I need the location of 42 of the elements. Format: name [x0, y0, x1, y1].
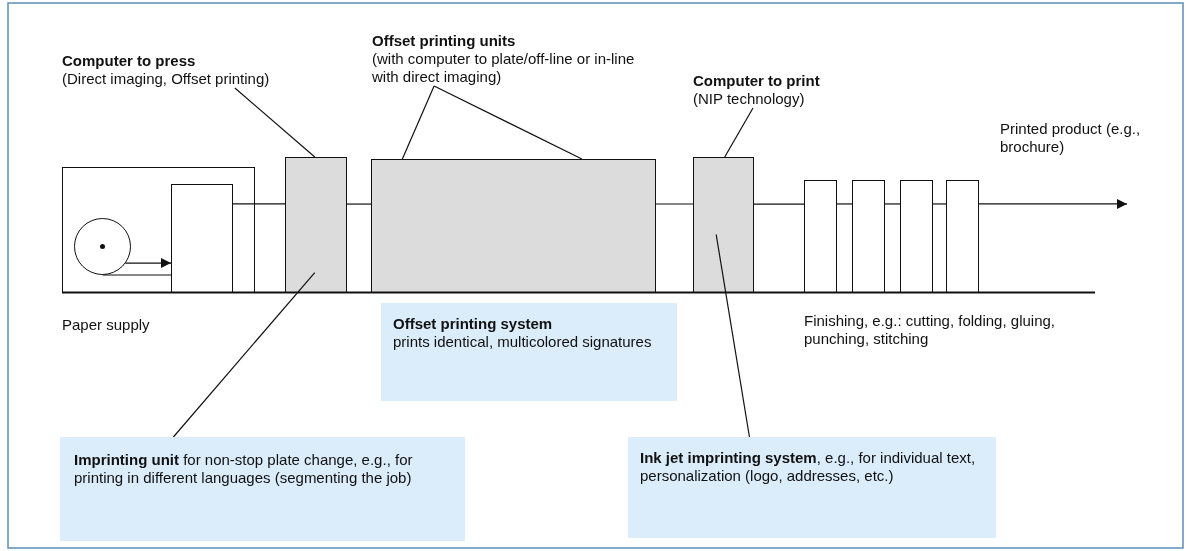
caption-text: Paper supply	[62, 316, 150, 334]
leader-line	[401, 85, 435, 160]
paper-web-line	[836, 203, 853, 205]
callout-heading: Offset printing units	[372, 32, 517, 50]
feed-arrow	[124, 258, 172, 269]
leader-line	[234, 87, 316, 158]
note-box	[60, 437, 465, 541]
leader-line	[433, 85, 583, 160]
printing-unit	[693, 157, 754, 293]
machine-box	[900, 180, 933, 293]
machine-box	[946, 180, 979, 293]
paper-web-line	[753, 203, 805, 205]
callout-text: Imprinting unit for non-stop plate change, e.g., for printing in different languages (segmenting the job)	[74, 451, 414, 487]
printing-unit	[371, 159, 656, 293]
callout-heading: Computer to print	[693, 72, 821, 90]
paper-web-line	[101, 274, 172, 276]
paper-roll	[74, 218, 131, 275]
callout-text: (NIP technology)	[693, 90, 806, 108]
leader-line	[715, 233, 751, 438]
printing-unit	[285, 157, 347, 293]
feed-arrow	[978, 198, 1128, 209]
paper-web-line	[932, 203, 947, 205]
paper-web-line	[884, 203, 901, 205]
machine-box	[852, 180, 885, 293]
machine-box	[171, 184, 233, 293]
caption-text: Printed product (e.g., brochure)	[1000, 120, 1142, 156]
caption-text: Finishing, e.g.: cutting, folding, gluing, punching, stitching	[804, 312, 1056, 348]
paper-web-line	[232, 203, 286, 205]
machine-box	[62, 167, 255, 293]
callout-heading: Offset printing system	[393, 315, 554, 333]
callout-text: Ink jet imprinting system, e.g., for individual text, personalization (logo, addresses, etc.)	[640, 449, 977, 485]
paper-web-line	[346, 203, 372, 205]
machine-box	[804, 180, 837, 293]
leader-line	[172, 272, 316, 438]
callout-text: (with computer to plate/off-line or in-line with direct imaging)	[372, 50, 636, 86]
note-box	[381, 303, 677, 401]
callout-heading: Computer to press	[62, 52, 197, 70]
callout-text: (Direct imaging, Offset printing)	[62, 70, 271, 88]
note-box	[628, 437, 996, 538]
leader-line	[724, 107, 754, 158]
callout-text: prints identical, multicolored signatures	[393, 333, 653, 351]
paper-web-line	[655, 203, 694, 205]
